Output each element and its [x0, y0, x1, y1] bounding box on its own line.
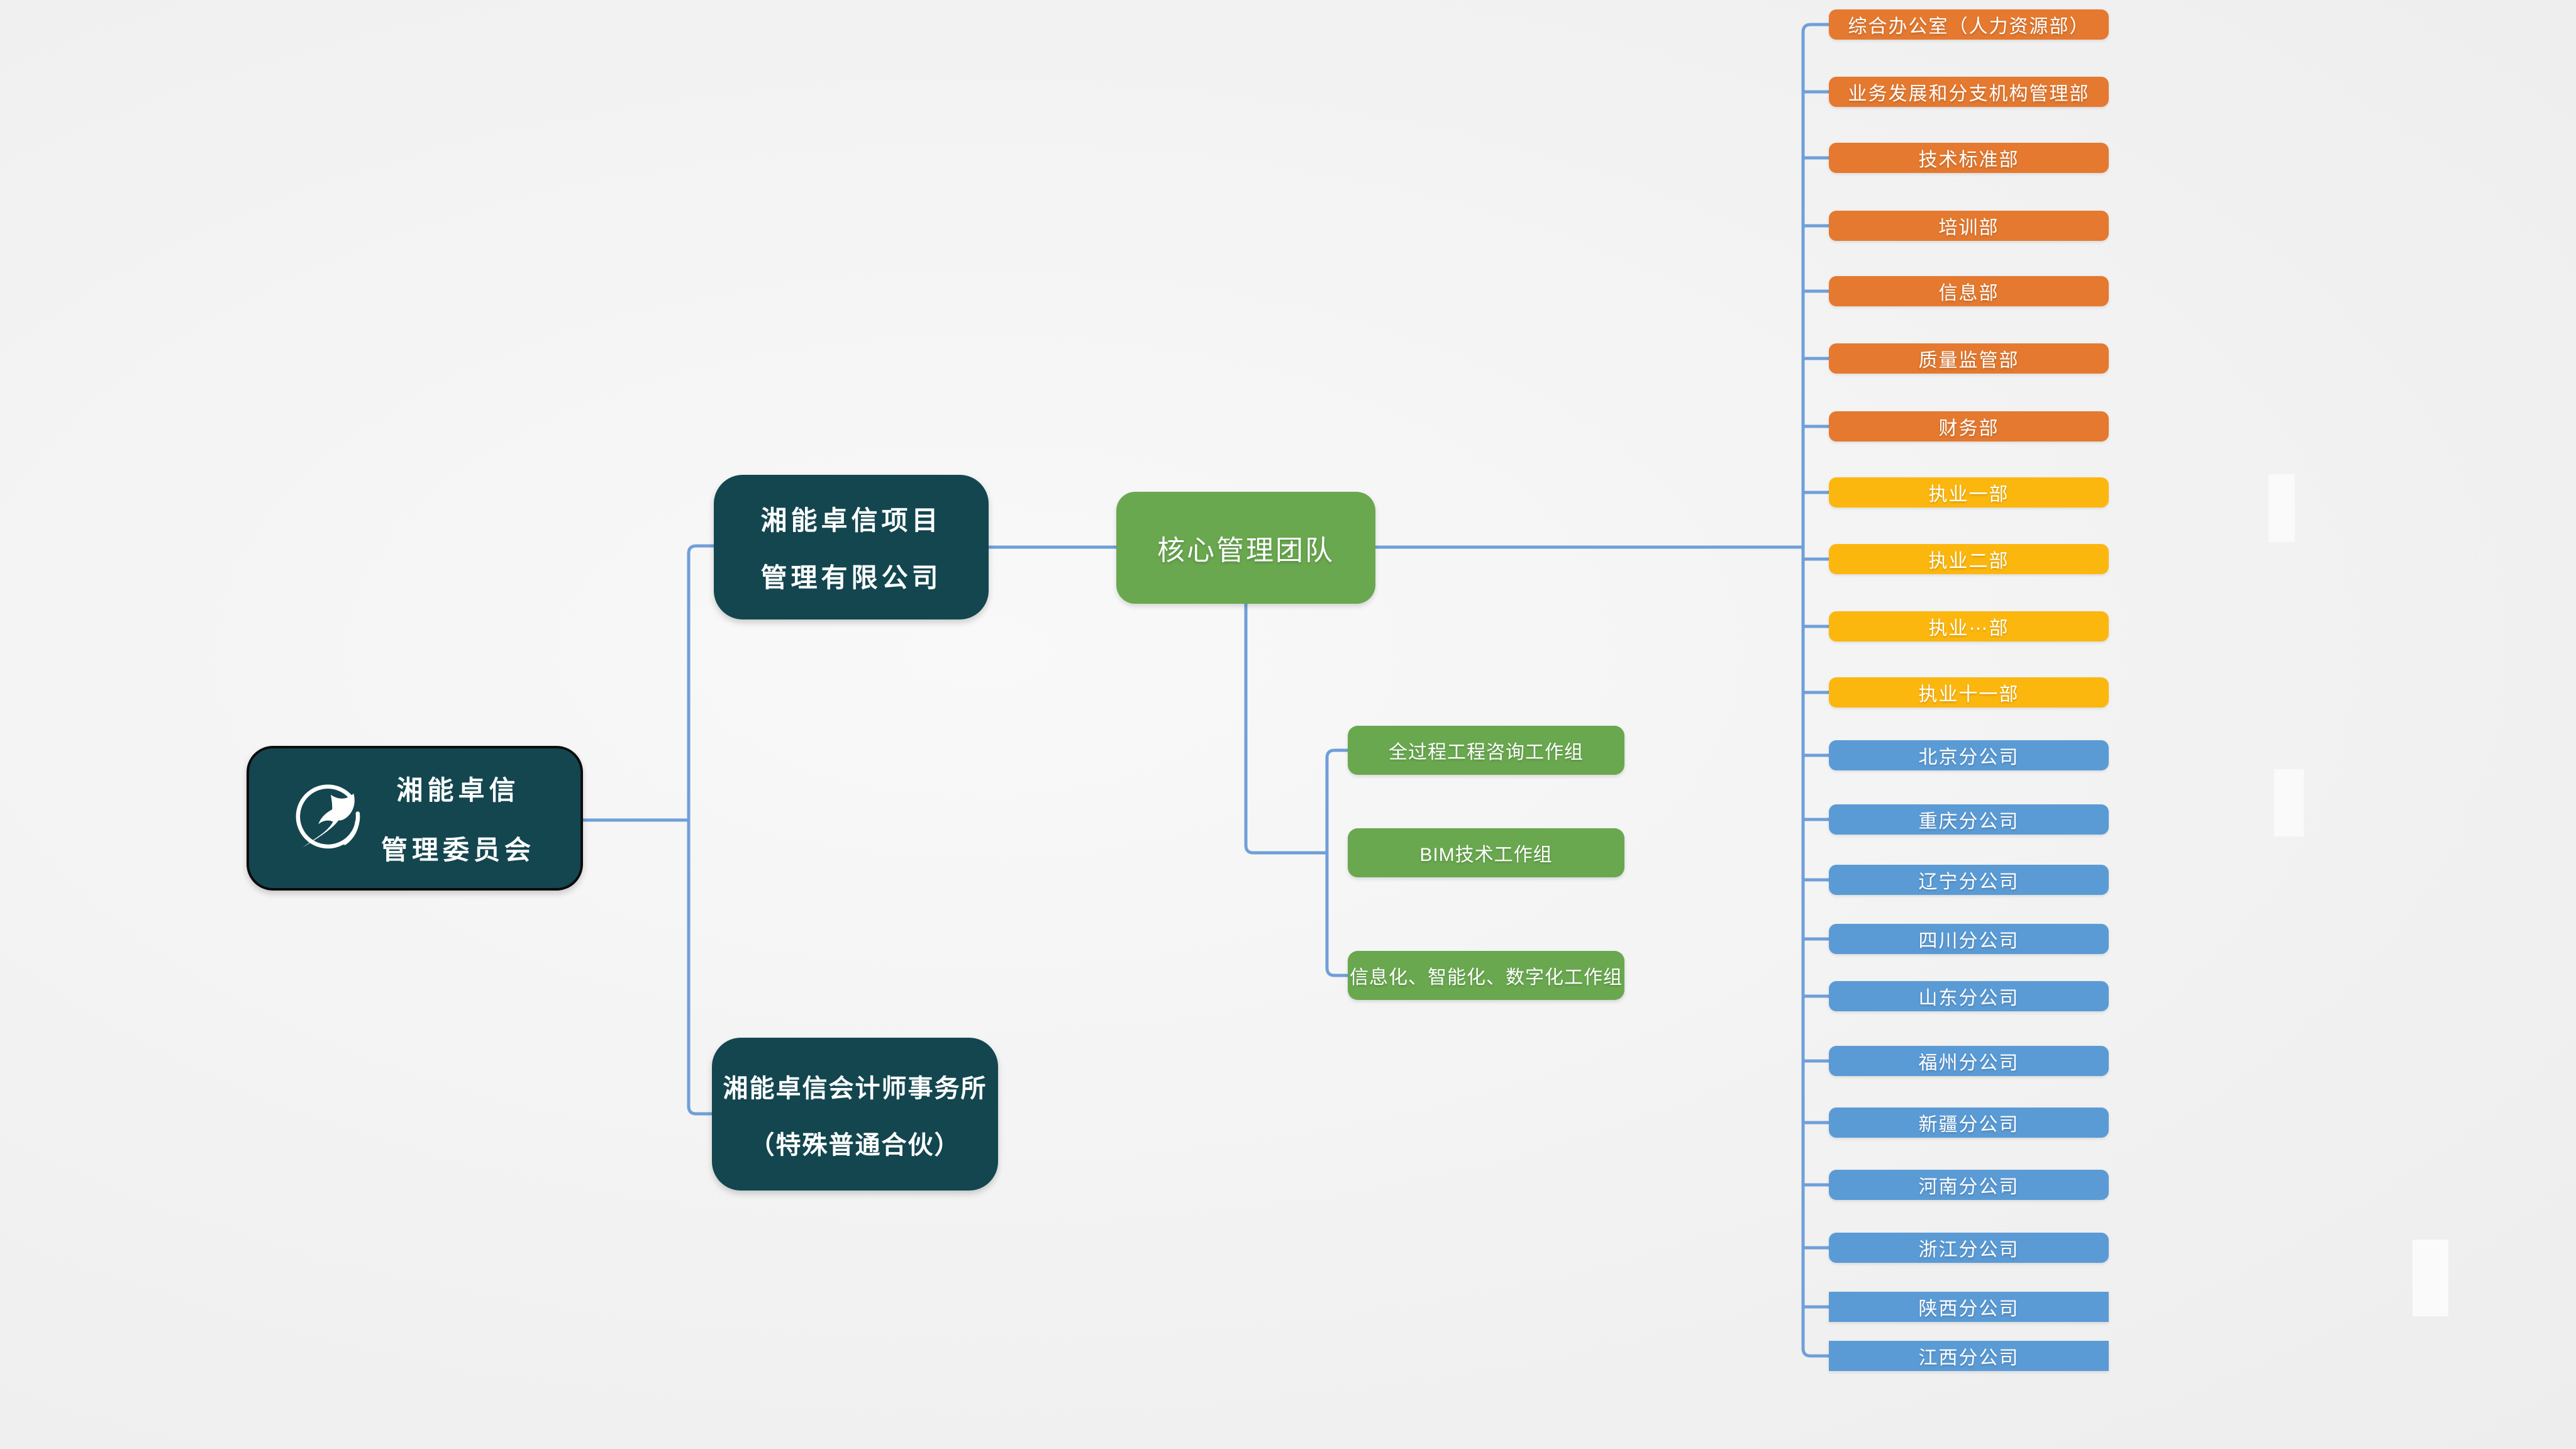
node-department-5[interactable]: 信息部	[1829, 276, 2109, 306]
node-accounting-firm[interactable]: 湘能卓信会计师事务所 （特殊普通合伙）	[712, 1038, 998, 1191]
node-department-1[interactable]: 综合办公室（人力资源部）	[1829, 9, 2109, 40]
accounting-firm-label-line1: 湘能卓信会计师事务所	[723, 1073, 987, 1103]
department-label: 辽宁分公司	[1918, 872, 2019, 892]
work-group-label: 全过程工程咨询工作组	[1389, 742, 1584, 763]
department-label: 执业二部	[1928, 551, 2009, 572]
root-node-label-line1: 湘能卓信	[396, 775, 520, 806]
background-artifact-3	[2412, 1240, 2448, 1316]
department-label: 河南分公司	[1918, 1177, 2019, 1197]
department-label: 山东分公司	[1918, 988, 2019, 1009]
department-label: 质量监管部	[1918, 350, 2019, 371]
node-department-6[interactable]: 质量监管部	[1829, 343, 2109, 374]
department-label: 培训部	[1938, 218, 1999, 238]
node-department-7[interactable]: 财务部	[1829, 411, 2109, 441]
node-department-16[interactable]: 山东分公司	[1829, 981, 2109, 1011]
root-node-label-line2: 管理委员会	[380, 835, 535, 865]
project-company-label-line1: 湘能卓信项目	[760, 505, 942, 536]
node-work-group-1[interactable]: 全过程工程咨询工作组	[1348, 726, 1624, 775]
department-label: 综合办公室（人力资源部）	[1848, 16, 2090, 37]
department-label: 福州分公司	[1918, 1053, 2019, 1074]
work-group-label: BIM技术工作组	[1419, 845, 1553, 865]
department-label: 财务部	[1938, 418, 1999, 439]
node-department-15[interactable]: 四川分公司	[1829, 924, 2109, 954]
node-department-2[interactable]: 业务发展和分支机构管理部	[1829, 77, 2109, 107]
root-node-management-committee[interactable]: 湘能卓信 管理委员会	[247, 746, 583, 891]
node-department-22[interactable]: 江西分公司	[1829, 1341, 2109, 1371]
work-group-label: 信息化、智能化、数字化工作组	[1350, 967, 1623, 988]
department-label: 执业⋯部	[1928, 618, 2009, 639]
company-bird-logo-icon	[294, 783, 365, 853]
node-department-10[interactable]: 执业⋯部	[1829, 611, 2109, 641]
node-work-group-2[interactable]: BIM技术工作组	[1348, 828, 1624, 877]
root-node-label: 湘能卓信 管理委员会	[381, 769, 535, 867]
node-core-management-team[interactable]: 核心管理团队	[1116, 492, 1375, 604]
node-department-8[interactable]: 执业一部	[1829, 477, 2109, 508]
department-label: 执业一部	[1928, 484, 2009, 505]
department-label: 重庆分公司	[1918, 811, 2019, 832]
background-artifact-2	[2274, 769, 2304, 836]
core-team-label: 核心管理团队	[1157, 535, 1335, 566]
department-label: 新疆分公司	[1918, 1114, 2019, 1135]
department-label: 业务发展和分支机构管理部	[1848, 84, 2090, 104]
department-label: 技术标准部	[1918, 150, 2019, 170]
department-label: 浙江分公司	[1918, 1240, 2019, 1260]
department-label: 四川分公司	[1918, 931, 2019, 952]
node-department-11[interactable]: 执业十一部	[1829, 677, 2109, 708]
department-label: 北京分公司	[1918, 747, 2019, 768]
node-department-20[interactable]: 浙江分公司	[1829, 1233, 2109, 1263]
node-department-4[interactable]: 培训部	[1829, 211, 2109, 241]
node-department-17[interactable]: 福州分公司	[1829, 1046, 2109, 1076]
department-label: 信息部	[1938, 283, 1999, 304]
department-label: 陕西分公司	[1918, 1299, 2019, 1319]
node-department-13[interactable]: 重庆分公司	[1829, 804, 2109, 835]
department-label: 执业十一部	[1918, 684, 2019, 705]
background-artifact-1	[2268, 474, 2295, 542]
project-company-label-line2: 管理有限公司	[760, 562, 942, 593]
node-department-21[interactable]: 陕西分公司	[1829, 1292, 2109, 1322]
node-department-12[interactable]: 北京分公司	[1829, 740, 2109, 770]
department-label: 江西分公司	[1918, 1348, 2019, 1368]
node-department-9[interactable]: 执业二部	[1829, 544, 2109, 574]
node-department-14[interactable]: 辽宁分公司	[1829, 865, 2109, 895]
node-work-group-3[interactable]: 信息化、智能化、数字化工作组	[1348, 951, 1624, 1000]
node-department-3[interactable]: 技术标准部	[1829, 143, 2109, 173]
node-department-18[interactable]: 新疆分公司	[1829, 1108, 2109, 1138]
node-department-19[interactable]: 河南分公司	[1829, 1170, 2109, 1200]
accounting-firm-label-line2: （特殊普通合伙）	[749, 1130, 961, 1160]
node-project-management-company[interactable]: 湘能卓信项目 管理有限公司	[714, 475, 989, 619]
